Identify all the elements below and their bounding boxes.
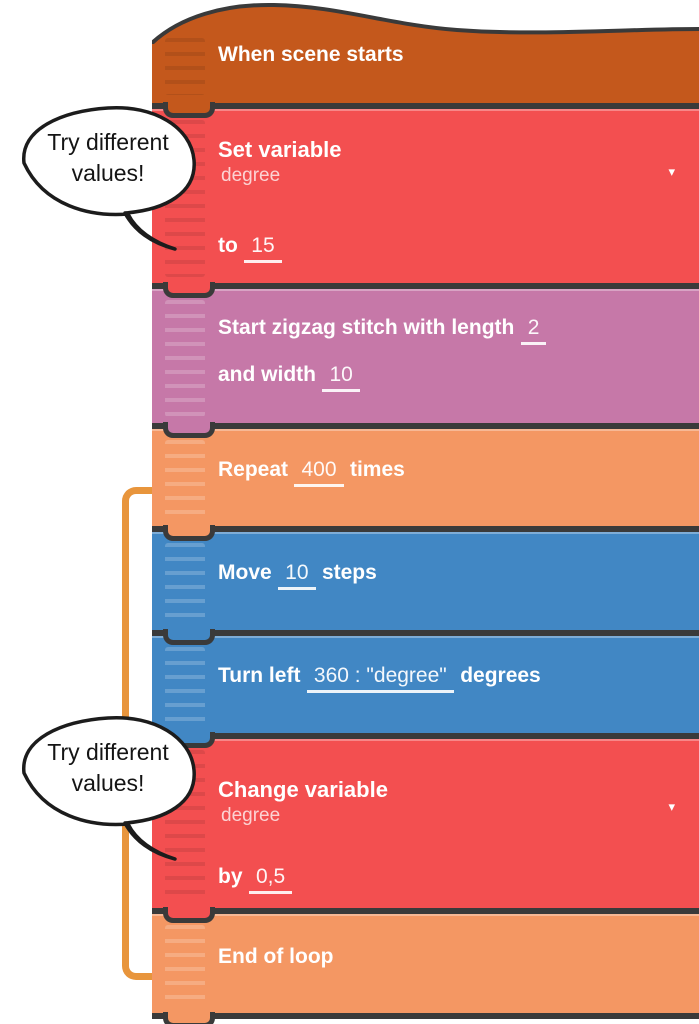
block-connector-tab	[163, 1012, 215, 1024]
block-move[interactable]: Move 10 steps	[152, 531, 699, 636]
block-connector-tab	[163, 282, 215, 298]
grip-lines	[165, 925, 205, 1003]
block-separator	[152, 422, 699, 438]
block-separator	[152, 629, 699, 645]
grip-lines	[165, 38, 205, 95]
block-set-variable[interactable]: Set variable degree to 15 ▾	[152, 108, 699, 289]
bubble-text-line2: values!	[71, 160, 145, 186]
move-steps-label: steps	[321, 561, 377, 584]
repeat-times-label: times	[349, 458, 405, 481]
repeat-label: Repeat	[218, 458, 289, 481]
block-connector-tab	[163, 422, 215, 438]
block-connector-tab	[163, 102, 215, 118]
block-connector-tab	[163, 629, 215, 645]
turn-left-label: Turn left	[218, 664, 301, 687]
zigzag-length-label: Start zigzag stitch with length	[218, 316, 515, 339]
move-steps-field[interactable]: 10	[278, 561, 316, 590]
end-of-loop-label: End of loop	[218, 945, 334, 968]
block-separator	[152, 282, 699, 298]
block-connector-tab	[163, 525, 215, 541]
bubble-text-line2: values!	[71, 770, 145, 796]
move-label: Move	[218, 561, 272, 584]
block-end-of-loop[interactable]: End of loop	[152, 913, 699, 1015]
block-separator	[152, 1012, 699, 1024]
grip-lines	[165, 300, 205, 417]
block-when-scene-starts[interactable]: When scene starts	[152, 0, 699, 103]
zigzag-length-field[interactable]: 2	[520, 316, 547, 345]
block-change-variable[interactable]: Change variable degree by 0,5 ▾	[152, 738, 699, 914]
block-repeat[interactable]: Repeat 400 times	[152, 428, 699, 532]
hat-wave-shape	[152, 2, 699, 48]
block-separator	[152, 907, 699, 923]
repeat-count-field[interactable]: 400	[294, 458, 344, 487]
block-separator	[152, 525, 699, 541]
dropdown-caret-icon[interactable]: ▾	[668, 799, 675, 814]
hat-block-body	[152, 44, 699, 103]
block-connector-tab	[163, 907, 215, 923]
speech-bubble-shape	[22, 716, 196, 861]
bubble-text-line1: Try different	[47, 129, 169, 155]
block-zigzag-stitch[interactable]: Start zigzag stitch with length 2 and wi…	[152, 288, 699, 429]
speech-bubble-shape	[22, 106, 196, 251]
set-variable-value-field[interactable]: 15	[244, 234, 282, 263]
block-stack: When scene starts Set variable degree to…	[152, 0, 699, 1024]
annotation-bubble-bottom: Try different values!	[8, 710, 208, 868]
block-separator	[152, 102, 699, 118]
when-scene-starts-label: When scene starts	[218, 43, 404, 66]
grip-lines	[165, 543, 205, 624]
turn-left-degrees-label: degrees	[460, 664, 541, 687]
variable-select[interactable]: degree	[221, 805, 281, 826]
change-variable-by-label: by	[218, 865, 243, 888]
bubble-text-line1: Try different	[47, 739, 169, 765]
set-variable-label: Set variable	[218, 137, 342, 162]
variable-select[interactable]: degree	[221, 165, 281, 186]
dropdown-caret-icon[interactable]: ▾	[668, 164, 675, 179]
change-variable-label: Change variable	[218, 777, 388, 802]
grip-lines	[165, 647, 205, 727]
block-separator	[152, 732, 699, 748]
change-variable-value-field[interactable]: 0,5	[248, 865, 293, 894]
block-turn-left[interactable]: Turn left 360 : "degree" degrees	[152, 635, 699, 739]
grip-lines	[165, 440, 205, 520]
turn-left-angle-field[interactable]: 360 : "degree"	[306, 664, 454, 693]
annotation-bubble-top: Try different values!	[8, 100, 208, 258]
zigzag-width-field[interactable]: 10	[322, 363, 360, 392]
zigzag-width-label: and width	[218, 363, 316, 386]
set-variable-to-label: to	[218, 234, 238, 257]
